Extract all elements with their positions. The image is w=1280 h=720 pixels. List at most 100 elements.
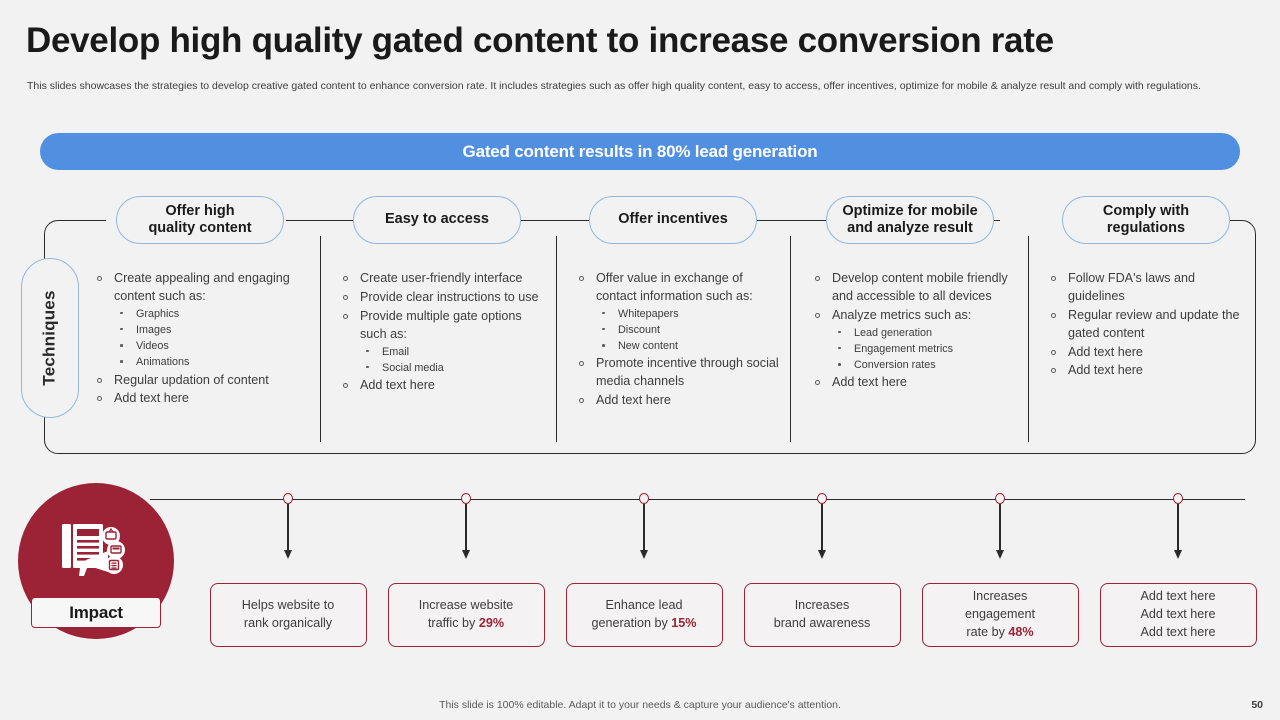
technique-item-text: Add text here <box>114 391 189 406</box>
technique-sublist-item: Lead generation <box>832 325 1020 341</box>
hollow-bullet-icon <box>815 312 820 318</box>
technique-item-text: Add text here <box>832 375 907 390</box>
technique-subitem-text: New content <box>618 340 679 353</box>
timeline-connector-stem <box>821 504 823 552</box>
technique-list-item: Add text here <box>1048 344 1248 362</box>
technique-sublist-item: New content <box>596 338 781 354</box>
hollow-bullet-icon <box>97 377 102 383</box>
timeline-connector-stem <box>999 504 1001 552</box>
hollow-bullet-icon <box>1051 276 1056 281</box>
technique-item-text: Promote incentive through social media c… <box>596 356 779 389</box>
technique-subitem-text: Email <box>382 345 409 358</box>
impact-label-text: Impact <box>69 602 123 622</box>
banner-label: Gated content results in 80% lead genera… <box>462 141 818 161</box>
dot-bullet-icon <box>366 349 369 352</box>
technique-item-text: Add text here <box>1068 363 1143 378</box>
step-pill-easy-to-access[interactable]: Easy to access <box>353 196 521 244</box>
technique-list-item: Provide multiple gate options such as: Em… <box>340 308 540 376</box>
impact-timeline-line <box>150 498 1245 500</box>
technique-list-item: Provide clear instructions to use <box>340 289 540 307</box>
step-pill-label: Easy to access <box>385 211 489 228</box>
technique-item-text: Add text here <box>1068 344 1143 359</box>
page-title: Develop high quality gated content to in… <box>26 21 1054 60</box>
technique-item-text: Provide multiple gate options such as: <box>360 308 522 341</box>
hollow-bullet-icon <box>815 276 820 281</box>
timeline-connector-stem <box>465 504 467 552</box>
technique-sublist-item: Engagement metrics <box>832 341 1020 357</box>
hollow-bullet-icon <box>1051 312 1056 318</box>
technique-sublist-item: Whitepapers <box>596 306 781 322</box>
technique-item-text: Regular updation of content <box>114 372 269 387</box>
technique-subitem-text: Whitepapers <box>618 307 679 320</box>
timeline-arrow-icon <box>1173 550 1182 559</box>
timeline-connector-stem <box>1177 504 1179 552</box>
technique-sublist-item: Conversion rates <box>832 357 1020 373</box>
technique-list-item: Develop content mobile friendly and acce… <box>812 270 1020 306</box>
timeline-node-dot <box>817 493 827 504</box>
hollow-bullet-icon <box>343 313 348 319</box>
hollow-bullet-icon <box>343 382 348 388</box>
dot-bullet-icon <box>602 344 605 347</box>
hollow-bullet-icon <box>579 398 584 404</box>
technique-subitem-text: Lead generation <box>854 326 933 339</box>
step-pill-offer-incentives[interactable]: Offer incentives <box>589 196 757 244</box>
technique-item-text: Add text here <box>596 393 671 408</box>
technique-item-text: Develop content mobile friendly and acce… <box>832 271 1008 303</box>
technique-subitem-text: Graphics <box>136 307 180 320</box>
hollow-bullet-icon <box>343 276 348 281</box>
technique-subitem-text: Engagement metrics <box>854 342 954 355</box>
technique-item-text: Offer value in exchange of contact infor… <box>596 271 753 303</box>
technique-subitem-text: Discount <box>618 323 661 336</box>
timeline-arrow-icon <box>639 550 648 559</box>
timeline-node-dot <box>1173 493 1183 504</box>
page-number: 50 <box>1251 699 1263 711</box>
technique-item-text: Create appealing and engaging content su… <box>114 271 290 303</box>
column-separator-4 <box>1028 236 1030 442</box>
timeline-node-dot <box>461 493 471 504</box>
technique-subitem-text: Animations <box>136 356 190 369</box>
technique-item-text: Analyze metrics such as: <box>832 307 972 322</box>
technique-sublist-item: Videos <box>114 338 306 354</box>
hollow-bullet-icon <box>97 276 102 281</box>
dot-bullet-icon <box>602 327 605 331</box>
dot-bullet-icon <box>366 365 369 369</box>
technique-list-item: Add text here <box>812 374 1020 392</box>
technique-column-offer-high-quality-content: Create appealing and engaging content su… <box>94 270 306 409</box>
technique-sublist-item: Social media <box>360 360 540 376</box>
column-separator-1 <box>320 236 322 442</box>
timeline-connector-stem <box>287 504 289 552</box>
hollow-bullet-icon <box>1051 368 1056 374</box>
techniques-label-text: Techniques <box>40 290 60 386</box>
technique-sublist-item: Graphics <box>114 306 306 322</box>
technique-sublist-item: Email <box>360 344 540 360</box>
technique-subitem-text: Images <box>136 323 172 336</box>
frame-mask-right <box>1000 213 1062 229</box>
dot-bullet-icon <box>838 346 841 350</box>
technique-column-optimize-for-mobile: Develop content mobile friendly and acce… <box>812 270 1020 393</box>
content-marketing-megaphone-icon <box>56 520 136 582</box>
footer-note: This slide is 100% editable. Adapt it to… <box>439 699 841 711</box>
technique-list-item: Promote incentive through social media c… <box>576 355 781 391</box>
technique-item-text: Regular review and update the gated cont… <box>1068 307 1240 340</box>
hollow-bullet-icon <box>579 361 584 367</box>
